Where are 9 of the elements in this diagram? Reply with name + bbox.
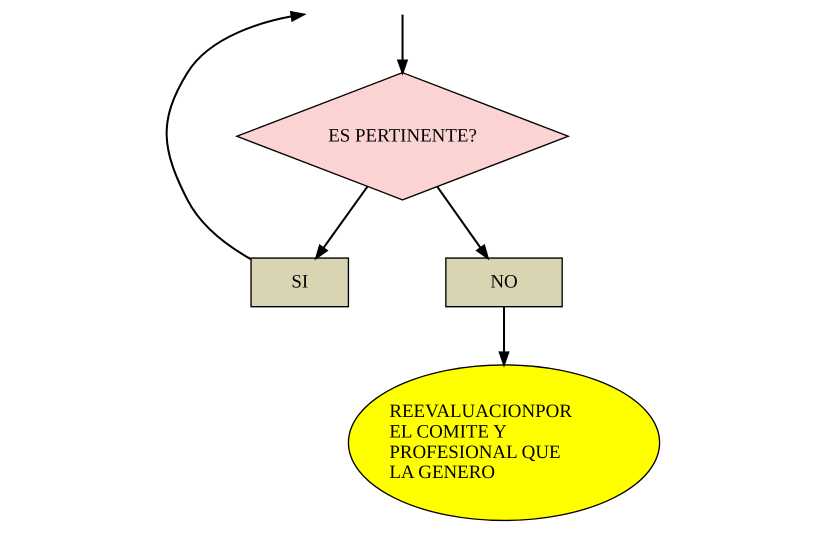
node-box: SI [250,257,350,308]
node-ellipse: REEVALUACIONPOR EL COMITE Y PROFESIONAL QUE LA GENERO [348,364,660,522]
node-box: NO [445,257,563,308]
arrow [498,306,510,368]
arrow [314,186,368,260]
node-diamond: ES PERTINENTE? [234,72,570,201]
arrow [396,14,408,76]
arrow [166,10,307,260]
arrow [436,186,490,260]
